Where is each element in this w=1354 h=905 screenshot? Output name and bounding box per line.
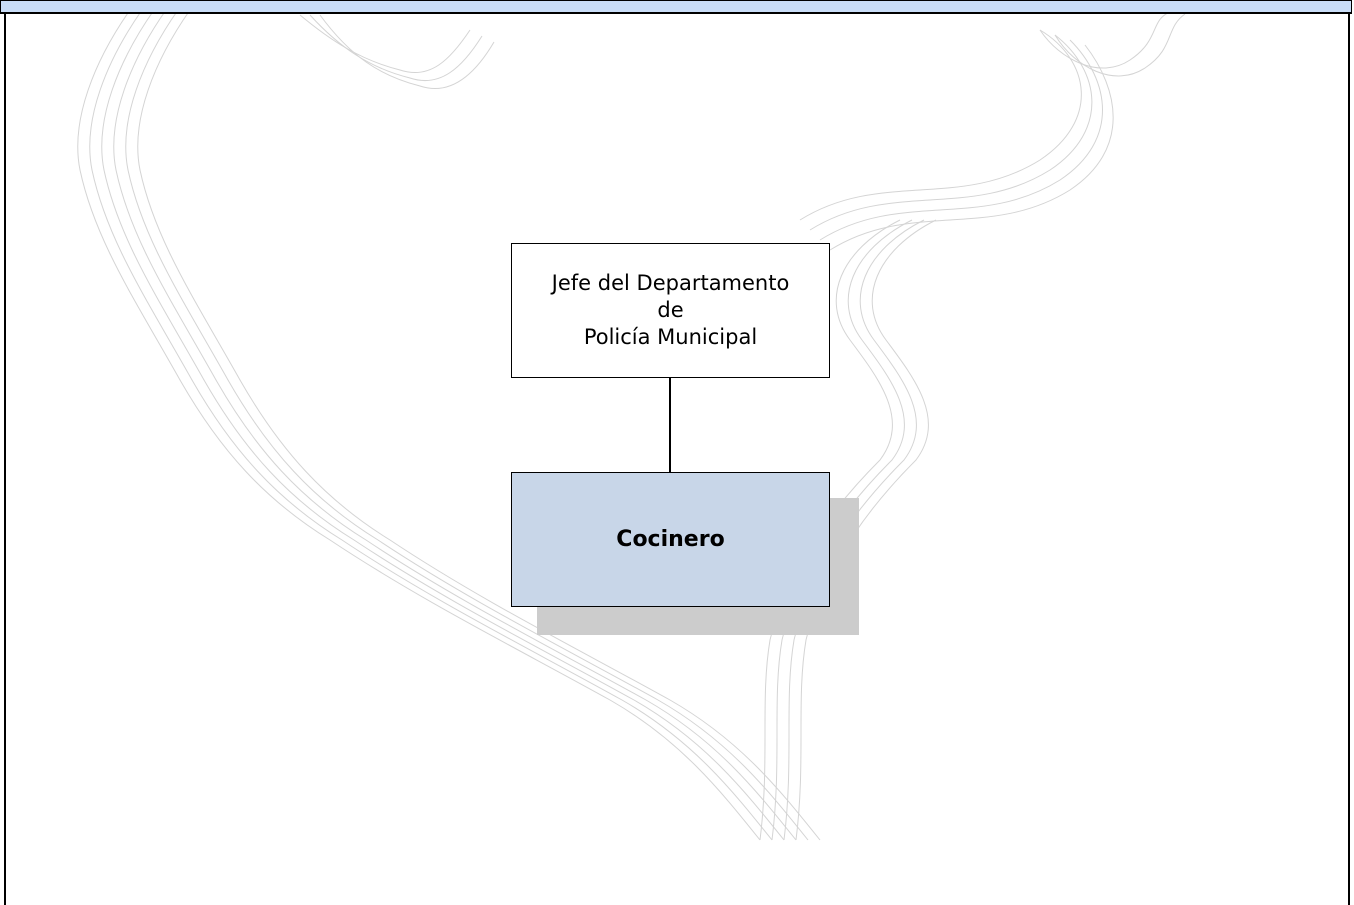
org-box-label-line3: Policía Municipal [583, 325, 758, 349]
page-frame [4, 14, 1350, 905]
org-connector-line [669, 377, 671, 472]
org-box-label-line1: Jefe del Departamento [551, 271, 790, 295]
org-box-child-label: Cocinero [616, 527, 725, 552]
org-box-jefe-departamento: Jefe del Departamento de Policía Municip… [511, 243, 830, 378]
org-box-cocinero: Cocinero [511, 472, 830, 607]
org-box-label-line2: de [657, 298, 684, 322]
header-band [0, 0, 1352, 14]
